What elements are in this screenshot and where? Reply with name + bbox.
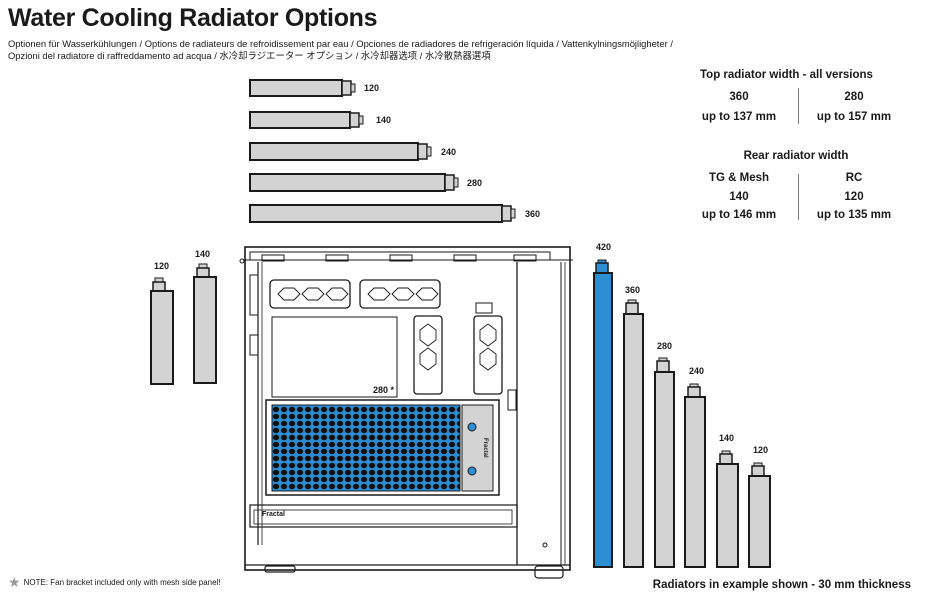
front-radiator-360-label: 360 — [625, 285, 640, 295]
top-radiator-280: 280 — [249, 173, 482, 192]
top-spec-280-clearance: up to 157 mm — [816, 111, 892, 123]
front-radiator-140: 140 — [716, 433, 739, 568]
top-radiator-140-label: 140 — [376, 115, 391, 125]
front-radiator-420: 420 — [593, 242, 613, 568]
front-radiator-120: 120 — [748, 445, 771, 568]
top-spec-heading: Top radiator width - all versions — [700, 69, 873, 81]
case-brand-text: Fractal — [262, 511, 285, 518]
page-title: Water Cooling Radiator Options — [8, 4, 378, 32]
subtitle-line-1: Optionen für Wasserkühlungen / Options d… — [8, 38, 673, 49]
rear-spec-tg-mesh-label: TG & Mesh — [708, 172, 770, 184]
fan-bracket-note: ★ NOTE: Fan bracket included only with m… — [8, 574, 221, 590]
front-radiator-240: 240 — [684, 366, 706, 568]
rear-spec-divider — [798, 174, 799, 220]
top-radiator-120: 120 — [249, 79, 379, 97]
front-radiator-280: 280 — [654, 341, 675, 568]
fan-bracket-note-text: NOTE: Fan bracket included only with mes… — [23, 577, 221, 587]
top-radiator-240: 240 — [249, 142, 456, 161]
front-radiator-280-label: 280 — [657, 341, 672, 351]
front-radiator-140-label: 140 — [719, 433, 734, 443]
rear-radiator-120-label: 120 — [154, 261, 169, 271]
top-radiator-120-label: 120 — [364, 83, 379, 93]
rear-spec-tg-mesh-size: 140 — [729, 191, 749, 203]
rear-spec-rc-clearance: up to 135 mm — [816, 209, 892, 221]
rear-spec-rc-label: RC — [845, 172, 863, 184]
side-mount-radiator-label: 280 * — [373, 385, 395, 395]
top-spec-360-size: 360 — [729, 91, 749, 103]
top-spec-280-size: 280 — [844, 91, 864, 103]
subtitle-line-2: Opzioni del radiatore di raffreddamento … — [8, 50, 491, 61]
top-radiator-240-label: 240 — [441, 147, 456, 157]
side-mount-brand-text: Fractal — [482, 438, 488, 458]
top-spec-divider — [798, 88, 799, 124]
front-radiator-240-label: 240 — [689, 366, 704, 376]
side-mount-radiator-280: 280 * Fractal — [265, 385, 500, 496]
rear-radiator-140-label: 140 — [195, 249, 210, 259]
rear-spec-heading: Rear radiator width — [743, 150, 849, 162]
rear-radiator-140: 140 — [193, 249, 217, 384]
rear-spec-rc-size: 120 — [844, 191, 864, 203]
top-radiator-360-label: 360 — [525, 209, 540, 219]
star-icon: ★ — [8, 574, 21, 590]
top-spec-360-clearance: up to 137 mm — [701, 111, 777, 123]
thickness-footnote: Radiators in example shown - 30 mm thick… — [652, 579, 911, 591]
rear-radiator-120: 120 — [150, 261, 174, 385]
subtitle-translations: Optionen für Wasserkühlungen / Options d… — [8, 38, 673, 62]
top-radiator-360: 360 — [249, 204, 540, 223]
top-radiator-280-label: 280 — [467, 178, 482, 188]
top-radiator-140: 140 — [249, 111, 391, 129]
rear-spec-tg-mesh-clearance: up to 146 mm — [701, 209, 777, 221]
front-radiator-360: 360 — [623, 285, 644, 568]
front-radiator-420-label: 420 — [596, 242, 611, 252]
front-radiator-120-label: 120 — [753, 445, 768, 455]
